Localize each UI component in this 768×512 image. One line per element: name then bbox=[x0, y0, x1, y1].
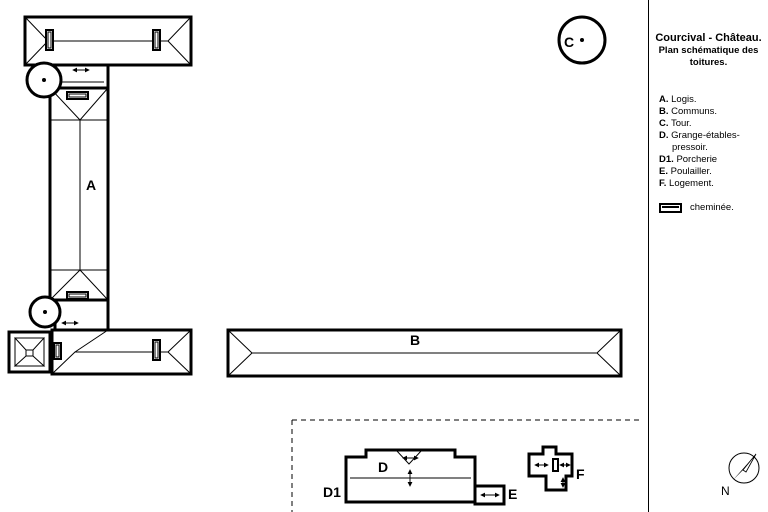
legend-panel: Courcival - Château. Plan schématique de… bbox=[648, 0, 768, 512]
round-tower-bottom bbox=[28, 295, 62, 329]
building-b-roof bbox=[226, 328, 623, 378]
legend-item: C. Tour. bbox=[659, 118, 692, 129]
title-line-1: Courcival - Château. bbox=[655, 32, 762, 44]
title-line-2: Plan schématique des bbox=[658, 45, 759, 56]
building-f-roof bbox=[527, 445, 574, 492]
legend-item: E. Poulailler. bbox=[659, 166, 712, 177]
label-north: N bbox=[721, 484, 730, 498]
title-line-3: toitures. bbox=[689, 56, 728, 68]
label-b: B bbox=[410, 332, 420, 348]
label-a: A bbox=[86, 177, 96, 193]
chimney-legend: cheminée. bbox=[659, 202, 768, 213]
legend-item: pressoir. bbox=[672, 142, 708, 153]
chimney-legend-text: cheminée. bbox=[690, 202, 734, 213]
legend-item: D. Grange-étables- bbox=[659, 130, 740, 141]
legend-item: F. Logement. bbox=[659, 178, 714, 189]
dashed-boundary bbox=[291, 419, 640, 512]
chimneys bbox=[45, 29, 161, 361]
building-e-roof bbox=[473, 484, 506, 506]
plan-title: Courcival - Château. Plan schématique de… bbox=[649, 32, 768, 68]
label-f: F bbox=[576, 466, 585, 482]
chimney bbox=[552, 458, 559, 472]
label-d1: D1 bbox=[323, 484, 341, 500]
tower-c bbox=[557, 15, 607, 65]
slope-arrows bbox=[61, 67, 90, 326]
building-d-roof bbox=[344, 448, 506, 506]
legend-item: B. Communs. bbox=[659, 106, 718, 117]
round-tower-top bbox=[25, 61, 63, 99]
label-d: D bbox=[378, 459, 388, 475]
building-legend: A. Logis. B. Communs. C. Tour. D. Grange… bbox=[659, 94, 768, 190]
label-e: E bbox=[508, 486, 517, 502]
label-c: C bbox=[564, 34, 574, 50]
legend-item: D1. Porcherie bbox=[659, 154, 718, 165]
north-arrow-icon bbox=[728, 452, 760, 484]
chimney-symbol-icon bbox=[659, 202, 682, 213]
legend-item: A. Logis. bbox=[659, 94, 697, 105]
